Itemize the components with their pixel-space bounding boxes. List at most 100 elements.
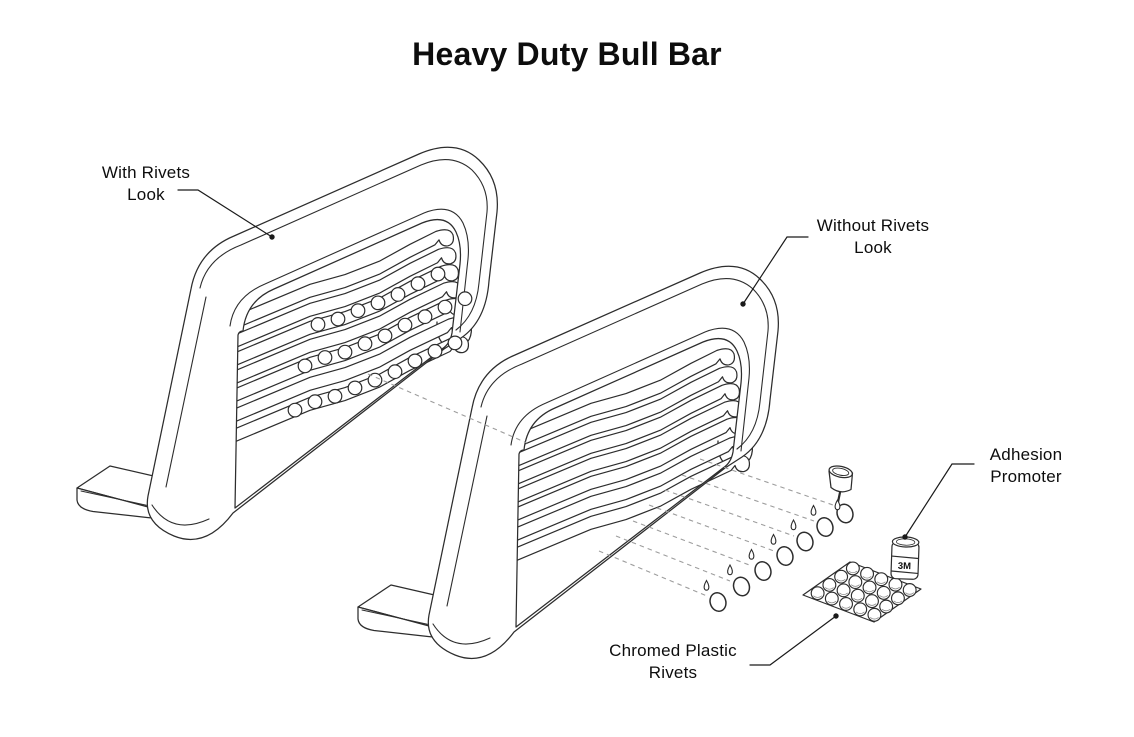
rivet-trail-dashed-line xyxy=(664,489,795,537)
bar-rivet xyxy=(330,311,346,327)
loose-rivet-ring xyxy=(836,503,854,524)
rivet-sheet-domes xyxy=(810,561,917,622)
loose-rivet-ring xyxy=(732,576,751,597)
callout-without-rivets-line2: Look xyxy=(854,238,892,257)
loose-rivet-ring xyxy=(754,560,772,582)
sheet-dome-shading xyxy=(824,587,834,590)
sheet-dome-shading xyxy=(905,592,915,595)
leader-chromed-rivets xyxy=(749,615,837,666)
exploded-view-dashed-lines xyxy=(367,373,834,597)
bar-rivet xyxy=(317,350,333,365)
loose-rivet-ring xyxy=(796,531,814,552)
sheet-dome-shading xyxy=(891,586,900,590)
sheet-dome-shading xyxy=(862,576,872,579)
rivet-pin-drop xyxy=(770,533,777,545)
bar-rivet xyxy=(437,299,453,315)
callout-chromed-line1: Chromed Plastic xyxy=(609,641,737,660)
callout-with-rivets-look: With Rivets Look xyxy=(102,162,190,206)
leader-dot xyxy=(833,613,839,619)
bar-rivet xyxy=(387,364,403,380)
bar-rivet xyxy=(417,309,433,325)
bottle-label-band-top xyxy=(891,555,919,560)
loose-rivet-ring xyxy=(776,545,794,567)
page-title: Heavy Duty Bull Bar xyxy=(412,36,722,72)
bar-rivet xyxy=(297,358,313,374)
bar-rivet xyxy=(390,287,406,302)
leader-adhesion-promoter xyxy=(904,463,975,538)
sheet-dome-shading xyxy=(813,595,823,598)
bar-rivet xyxy=(367,372,383,388)
loose-rivet-ring xyxy=(816,516,834,538)
rivet-trail-dashed-line xyxy=(615,535,731,582)
sheet-dome-shading xyxy=(869,617,879,620)
callout-without-rivets-line1: Without Rivets xyxy=(816,216,930,235)
rivet-pin-drop xyxy=(748,548,755,560)
bar-rivet xyxy=(337,344,353,360)
loose-rivet-ring xyxy=(709,591,727,613)
rivet-pin-drop xyxy=(727,563,733,576)
leader-with-rivets xyxy=(177,189,273,238)
leader-dot xyxy=(902,534,908,540)
sheet-dome-shading xyxy=(827,600,837,604)
push-rivet-assembly xyxy=(828,465,854,511)
callout-with-rivets-line2: Look xyxy=(127,185,165,204)
bar-rivet xyxy=(350,303,366,319)
bar-rivet xyxy=(287,402,303,418)
bar-rivet xyxy=(407,353,423,369)
callout-chromed-line2: Rivets xyxy=(648,663,698,682)
sheet-dome-shading xyxy=(879,595,889,598)
rivet-pin-drop xyxy=(703,579,710,591)
bar-rivet xyxy=(370,295,386,311)
sheet-dome-shading xyxy=(865,589,874,593)
bottle-label-text: 3M xyxy=(898,561,912,572)
adhesion-promoter-bottle: 3M xyxy=(890,536,920,580)
rivet-trail-dashed-line xyxy=(598,550,708,597)
callout-adhesion-line2: Promoter xyxy=(990,467,1062,486)
rivet-trail-dashed-line xyxy=(632,520,753,567)
bottle-label-band-bottom xyxy=(891,570,918,575)
bar-rivet xyxy=(377,328,393,344)
bar-rivet xyxy=(457,291,473,307)
bar-rivet xyxy=(397,317,413,333)
bar-rivet xyxy=(447,335,463,351)
sheet-dome-shading xyxy=(839,592,849,596)
bar-rivet xyxy=(357,336,373,352)
sheet-dome-shading xyxy=(876,581,886,584)
rivet-pin-drop xyxy=(790,518,797,531)
push-rivet-cap-top-inner xyxy=(832,467,850,476)
rivet-trail-dashed-line xyxy=(648,504,775,552)
leader-without-rivets xyxy=(742,236,809,305)
rivet-trail-dashed-line xyxy=(681,474,815,522)
sheet-dome-shading xyxy=(836,578,846,582)
bar-rivet xyxy=(427,343,443,359)
alignment-dashed-line xyxy=(367,373,528,444)
sheet-dome-shading xyxy=(850,584,860,587)
callout-adhesion-promoter: Adhesion Promoter xyxy=(990,444,1063,488)
rivet-trail-dashed-line xyxy=(699,458,834,506)
bar-rivet xyxy=(307,394,323,410)
callout-leader-lines xyxy=(177,189,975,666)
sheet-dome-shading xyxy=(848,570,858,574)
bull-bar-with-rivets xyxy=(76,146,498,541)
sheet-dome-shading xyxy=(893,600,903,603)
bull-bar-rivet-rows xyxy=(287,266,473,418)
rivet-sheet xyxy=(802,561,922,623)
sheet-dome-shading xyxy=(855,611,865,615)
callout-adhesion-line1: Adhesion xyxy=(989,445,1063,464)
leader-dot xyxy=(269,234,275,240)
bar-rivet xyxy=(410,276,426,292)
leader-dot xyxy=(740,301,746,307)
sheet-dome-shading xyxy=(841,606,851,609)
bar-rivet xyxy=(327,388,343,404)
push-rivet-pin-tip xyxy=(834,499,841,511)
callout-with-rivets-line1: With Rivets xyxy=(101,163,191,182)
rivet-pin-drop xyxy=(810,504,817,516)
bar-rivet xyxy=(310,317,326,332)
loose-rivets-group xyxy=(703,503,854,613)
bar-rivet xyxy=(430,266,446,282)
sheet-dome-shading xyxy=(867,603,877,606)
callout-chromed-plastic-rivets: Chromed Plastic Rivets xyxy=(609,640,737,684)
sheet-dome-shading xyxy=(853,598,863,601)
